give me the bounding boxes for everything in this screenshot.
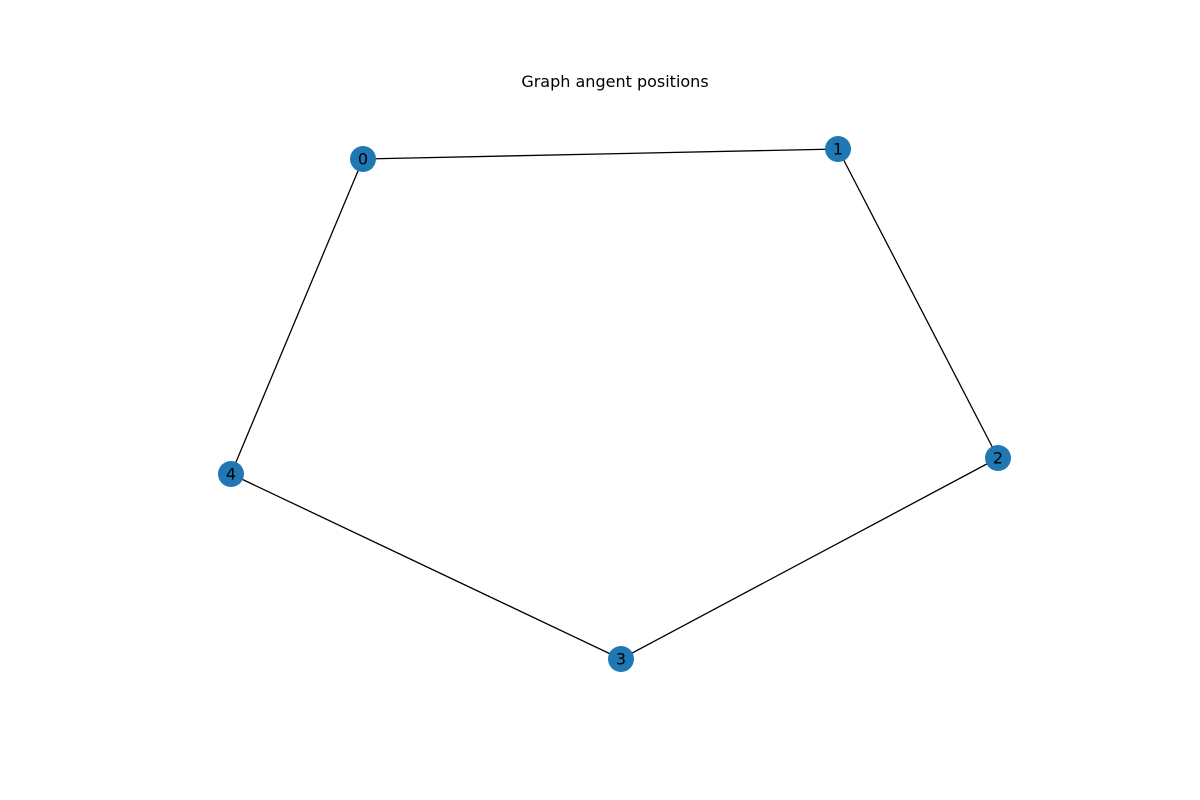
node-circle: [218, 461, 244, 487]
nodes-layer: 0 1 2 3 4: [218, 136, 1011, 672]
node-2: 2: [985, 445, 1011, 471]
node-label: 1: [833, 140, 843, 159]
node-label: 0: [358, 150, 368, 169]
edge-2-3: [620, 457, 999, 660]
node-4: 4: [218, 461, 244, 487]
node-label: 4: [226, 465, 236, 484]
edge-3-4: [230, 473, 622, 660]
node-circle: [350, 146, 376, 172]
node-circle: [985, 445, 1011, 471]
node-3: 3: [608, 646, 634, 672]
edges-layer: [230, 148, 999, 660]
edge-1-2: [837, 148, 999, 459]
figure-title: Graph angent positions: [521, 72, 709, 91]
node-label: 2: [993, 449, 1003, 468]
node-circle: [825, 136, 851, 162]
node-1: 1: [825, 136, 851, 162]
node-circle: [608, 646, 634, 672]
node-0: 0: [350, 146, 376, 172]
edge-4-0: [230, 158, 364, 475]
node-label: 3: [616, 650, 626, 669]
edge-0-1: [362, 148, 839, 160]
